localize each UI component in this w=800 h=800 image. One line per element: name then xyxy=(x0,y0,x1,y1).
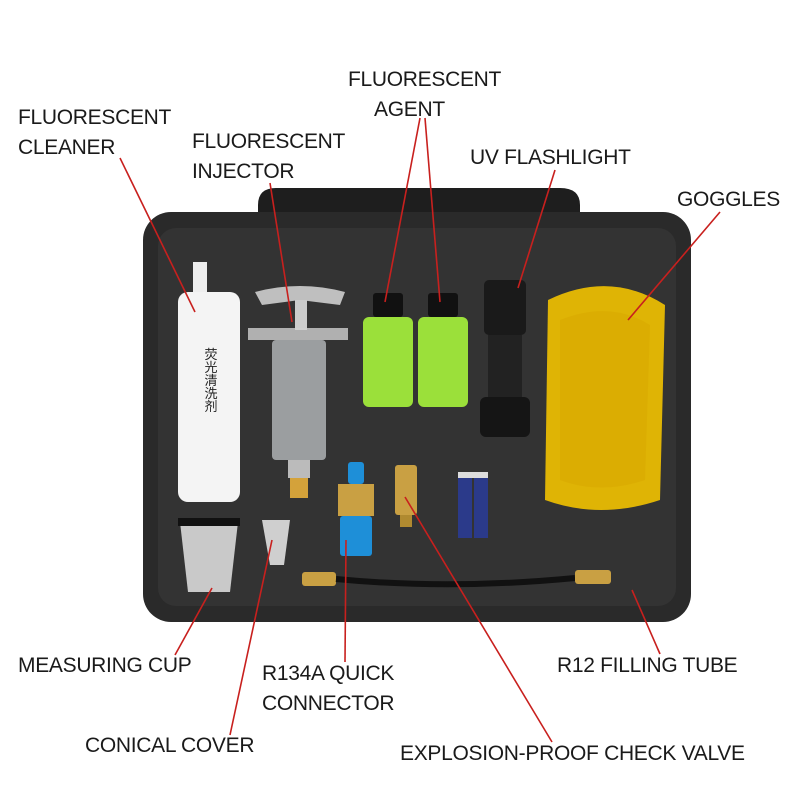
label-r134a-line1: R134A QUICK xyxy=(262,662,394,685)
fluorescent-injector xyxy=(248,286,348,498)
uv-flashlight xyxy=(480,280,530,437)
leader-uv-flashlight xyxy=(517,169,556,289)
leader-conical-cover xyxy=(229,539,273,736)
cleaner-bottle-text: 荧光清洗剂 xyxy=(202,348,218,413)
label-fluorescent-agent-line2: AGENT xyxy=(374,98,445,121)
case-foam xyxy=(158,228,676,606)
leader-measuring-cup xyxy=(174,587,213,656)
label-r12-filling-tube: R12 FILLING TUBE xyxy=(557,654,738,677)
explosion-proof-check-valve xyxy=(395,465,417,527)
measuring-cup xyxy=(178,518,240,592)
label-fluorescent-injector-line1: FLUORESCENT xyxy=(192,130,346,153)
label-goggles: GOGGLES xyxy=(677,188,780,211)
fluorescent-cleaner-bottle: 荧光清洗剂 xyxy=(178,262,240,502)
leader-fluorescent-injector xyxy=(269,182,293,323)
label-r134a-line2: CONNECTOR xyxy=(262,692,394,715)
label-fluorescent-cleaner-line2: CLEANER xyxy=(18,136,115,159)
r12-filling-tube xyxy=(302,570,611,588)
label-fluorescent-injector-line2: INJECTOR xyxy=(192,160,294,183)
leader-fluorescent-cleaner xyxy=(119,157,196,313)
label-measuring-cup: MEASURING CUP xyxy=(18,654,191,677)
batteries xyxy=(458,472,488,538)
label-uv-flashlight: UV FLASHLIGHT xyxy=(470,146,631,169)
leader-goggles xyxy=(627,211,721,321)
r134a-quick-connector xyxy=(338,462,374,556)
labels: FLUORESCENT CLEANER FLUORESCENT INJECTOR… xyxy=(18,68,781,765)
label-conical-cover: CONICAL COVER xyxy=(85,734,254,757)
label-check-valve: EXPLOSION-PROOF CHECK VALVE xyxy=(400,742,745,765)
leader-fluorescent-agent-2 xyxy=(424,117,441,303)
leader-r134a-connector xyxy=(344,539,347,663)
leader-r12-tube xyxy=(631,589,661,655)
fluorescent-agent-bottles xyxy=(363,293,468,407)
leader-check-valve xyxy=(404,496,553,743)
safety-goggles xyxy=(545,286,665,510)
label-fluorescent-cleaner-line1: FLUORESCENT xyxy=(18,106,172,129)
leader-fluorescent-agent-1 xyxy=(384,117,421,303)
label-fluorescent-agent-line1: FLUORESCENT xyxy=(348,68,502,91)
leader-lines xyxy=(119,117,721,743)
